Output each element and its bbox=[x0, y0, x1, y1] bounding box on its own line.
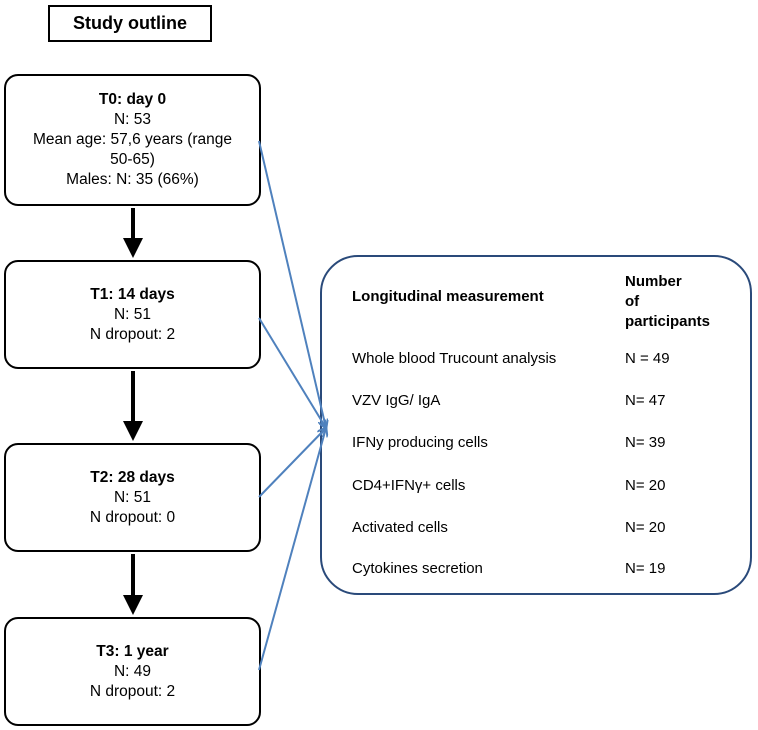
measurement-label: IFNy producing cells bbox=[352, 434, 488, 451]
stage-box-t3: T3: 1 year N: 49 N dropout: 2 bbox=[4, 617, 261, 726]
stage-line: 50-65) bbox=[110, 151, 155, 168]
connector-arrow bbox=[258, 140, 326, 428]
measurement-row: Whole blood Trucount analysis N = 49 bbox=[352, 350, 742, 370]
measurement-header-label: Longitudinal measurement bbox=[352, 288, 544, 305]
stage-line: N: 51 bbox=[113, 305, 152, 323]
measurement-row: CD4+IFNγ+ cells N= 20 bbox=[352, 477, 742, 497]
stage-line: N: 49 bbox=[113, 662, 152, 680]
participants-header-line: Number bbox=[625, 273, 682, 290]
stage-line: N dropout: 2 bbox=[89, 682, 176, 700]
participants-header-line: participants bbox=[625, 313, 711, 330]
stage-heading: T2: 28 days bbox=[90, 468, 175, 486]
stage-line: N: 53 bbox=[113, 111, 152, 128]
measurement-count: N= 20 bbox=[625, 477, 666, 494]
measurement-label: Cytokines secretion bbox=[352, 560, 483, 577]
stage-heading: T3: 1 year bbox=[96, 642, 169, 660]
measurement-count: N = 49 bbox=[625, 350, 670, 367]
connector-arrow bbox=[258, 428, 326, 671]
participants-header: Number of participants bbox=[625, 272, 735, 332]
stage-line: N: 51 bbox=[113, 488, 152, 506]
stage-box-t1: T1: 14 days N: 51 N dropout: 2 bbox=[4, 260, 261, 369]
study-outline-title: Study outline bbox=[48, 5, 212, 42]
stage-box-t2: T2: 28 days N: 51 N dropout: 0 bbox=[4, 443, 261, 552]
stage-heading: T0: day 0 bbox=[98, 91, 167, 108]
connector-arrow bbox=[258, 428, 326, 498]
stage-line: Mean age: 57,6 years (range bbox=[32, 131, 233, 148]
measurement-row: VZV IgG/ IgA N= 47 bbox=[352, 392, 742, 412]
participants-header-line: of bbox=[625, 293, 640, 310]
measurement-row: Activated cells N= 20 bbox=[352, 519, 742, 539]
measurement-label: Activated cells bbox=[352, 519, 448, 536]
connector-arrow bbox=[258, 317, 326, 428]
measurement-label: VZV IgG/ IgA bbox=[352, 392, 441, 409]
measurement-label: Whole blood Trucount analysis bbox=[352, 350, 557, 367]
measurement-count: N= 19 bbox=[625, 560, 666, 577]
stage-box-t0: T0: day 0 N: 53 Mean age: 57,6 years (ra… bbox=[4, 74, 261, 206]
stage-line: N dropout: 0 bbox=[89, 508, 176, 526]
stage-line: Males: N: 35 (66%) bbox=[66, 171, 199, 188]
measurement-count: N= 39 bbox=[625, 434, 666, 451]
stage-line: N dropout: 2 bbox=[89, 325, 176, 343]
measurement-row: IFNy producing cells N= 39 bbox=[352, 434, 742, 454]
stage-heading: T1: 14 days bbox=[90, 285, 175, 303]
measurement-label: CD4+IFNγ+ cells bbox=[352, 477, 466, 494]
measurement-count: N= 20 bbox=[625, 519, 666, 536]
measurement-row: Cytokines secretion N= 19 bbox=[352, 560, 742, 580]
measurement-count: N= 47 bbox=[625, 392, 666, 409]
